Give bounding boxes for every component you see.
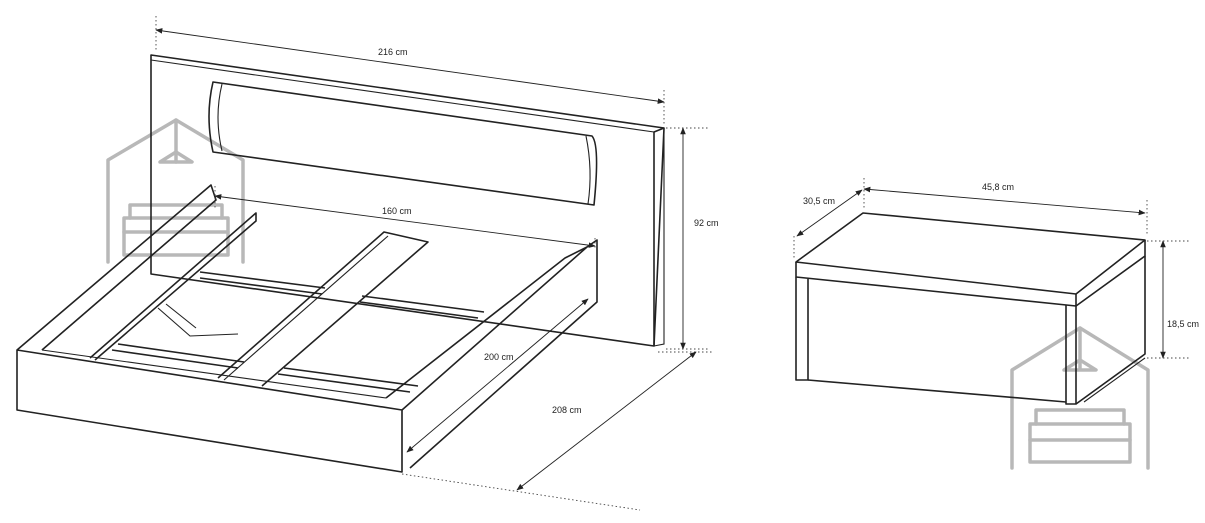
dim-label-30-5: 30,5 cm — [803, 196, 835, 206]
dim-label-216: 216 cm — [378, 47, 408, 57]
dimension-nightstand-depth: 30,5 cm — [793, 189, 863, 258]
dimension-mattress-width: 160 cm — [214, 186, 596, 248]
dim-label-45-8: 45,8 cm — [982, 182, 1014, 192]
house-sofa-logo-icon — [106, 118, 245, 264]
dimension-nightstand-width: 45,8 cm — [863, 178, 1148, 236]
left-side-rail — [16, 184, 217, 351]
headboard-cushion — [208, 81, 598, 206]
dimension-mattress-length: 200 cm — [406, 298, 589, 453]
cross-bar-top — [199, 271, 326, 289]
foot-board — [16, 349, 403, 473]
dim-label-18-5: 18,5 cm — [1167, 319, 1199, 329]
nightstand-drawing — [795, 212, 1146, 405]
dim-label-200: 200 cm — [484, 352, 514, 362]
dim-label-160: 160 cm — [382, 206, 412, 216]
dimension-nightstand-height: 18,5 cm — [1147, 240, 1199, 359]
dim-label-92: 92 cm — [694, 218, 719, 228]
dim-label-208: 208 cm — [552, 405, 582, 415]
cross-bar-bottom — [117, 343, 245, 363]
dimension-headboard-height: 92 cm — [666, 127, 719, 350]
dimension-headboard-width: 216 cm — [155, 16, 665, 124]
dimension-bed-length: 208 cm — [401, 351, 712, 511]
house-sofa-logo-icon-right — [1010, 326, 1150, 470]
nightstand-body — [795, 277, 809, 381]
